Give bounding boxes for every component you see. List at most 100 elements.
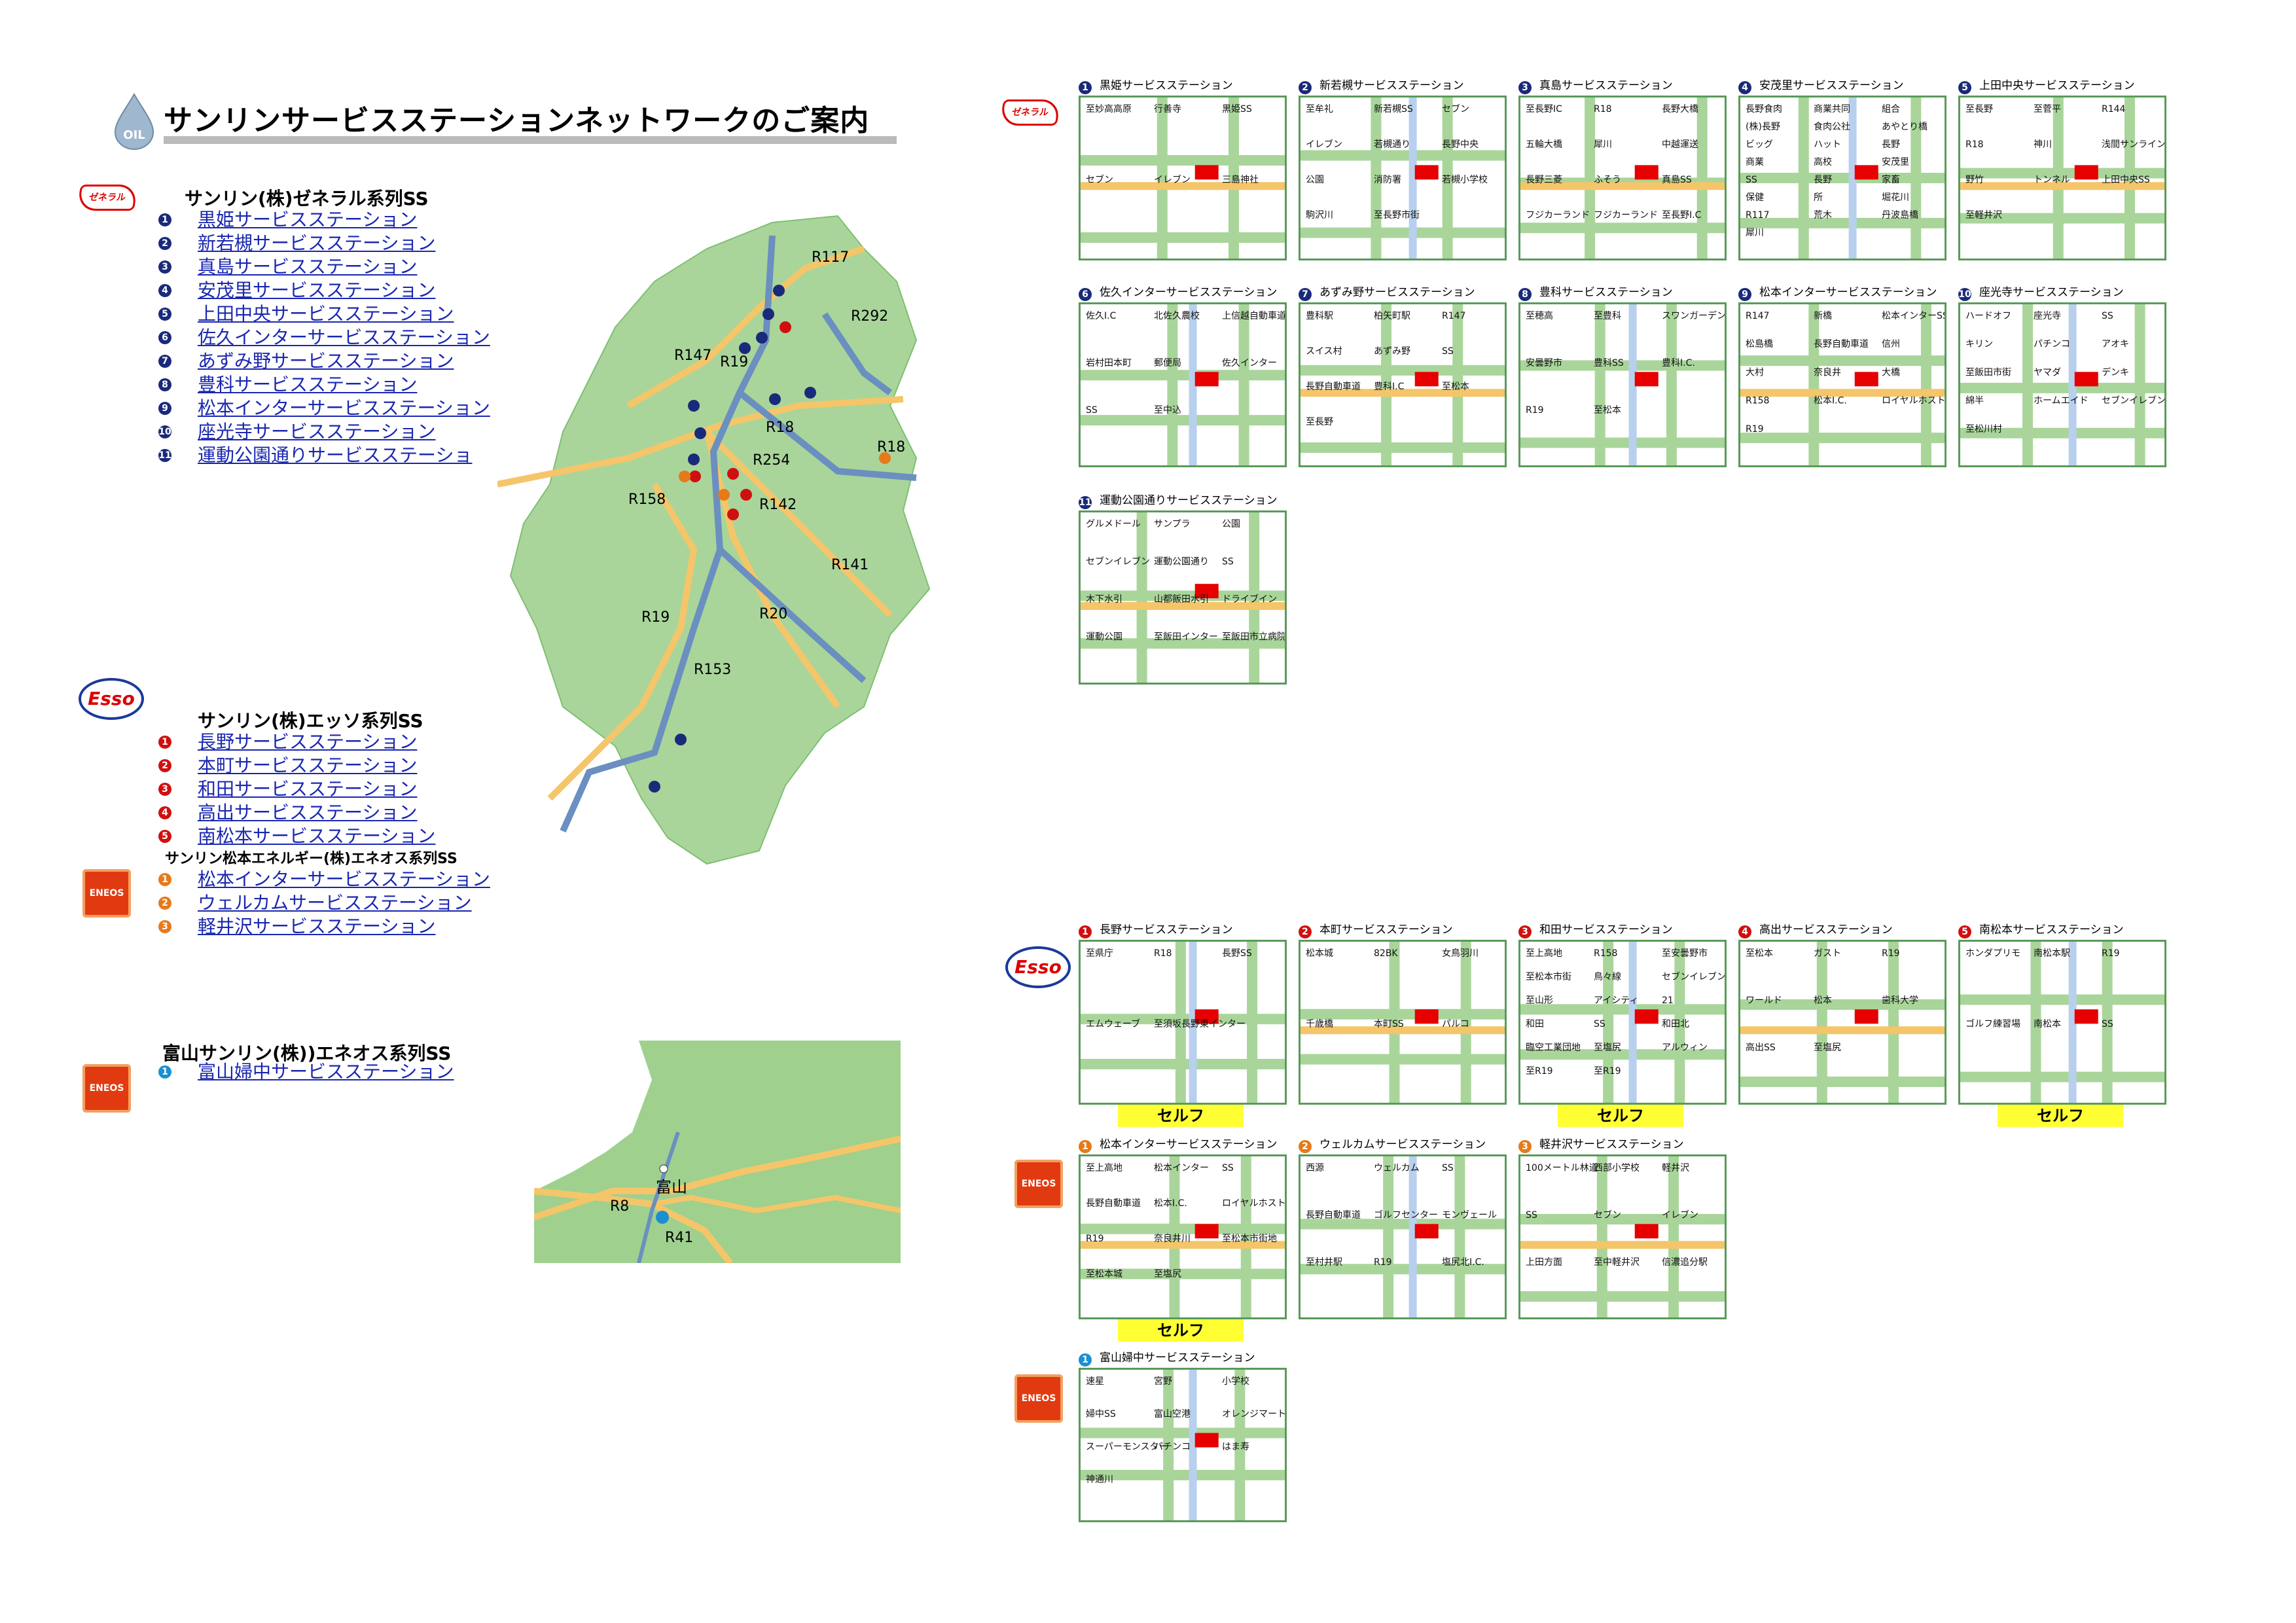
map-label: ホンダプリモ (1965, 948, 2020, 959)
station-link[interactable]: 本町サービスステーション (198, 755, 418, 776)
station-number-badge: 5 (1958, 925, 1971, 938)
station-marker (1634, 1224, 1659, 1239)
station-link[interactable]: 黒姫サービスステーション (198, 209, 418, 230)
station-link[interactable]: 松本インターサービスステーション (198, 868, 490, 890)
route-label: R19 (720, 354, 748, 370)
map-label: 至長野 (1965, 104, 1993, 115)
station-link[interactable]: 上田中央サービスステーション (198, 303, 454, 325)
map-label: 所 (1814, 192, 1823, 203)
station-marker (1854, 1009, 1878, 1024)
station-link[interactable]: 南松本サービスステーション (198, 825, 436, 847)
station-map-title-text: 軽井沢サービスステーション (1539, 1138, 1684, 1151)
station-link[interactable]: 軽井沢サービスステーション (198, 916, 436, 937)
station-link[interactable]: 富山婦中サービスステーション (198, 1061, 454, 1082)
station-link[interactable]: 松本インターサービスステーション (198, 397, 490, 419)
map-label: 至塩尻 (1814, 1043, 1841, 1053)
station-map-title-text: 黒姫サービスステーション (1100, 79, 1233, 92)
map-label: ビッグ (1746, 139, 1773, 150)
map-label: スーパーモンスター (1086, 1442, 1168, 1452)
map-label: ヤマダ (2034, 367, 2061, 378)
station-marker (1194, 584, 1219, 599)
map-label: 長野食肉 (1746, 103, 1782, 115)
station-marker (1194, 1009, 1219, 1024)
route-label: R18 (877, 439, 905, 455)
station-number-badge: 9 (1738, 288, 1751, 301)
station-map-title-text: 松本インターサービスステーション (1100, 1138, 1278, 1151)
map-label: 宮野 (1154, 1376, 1172, 1387)
station-link[interactable]: 豊科サービスステーション (198, 374, 418, 395)
station-number-badge: 11 (158, 449, 171, 462)
map-label: 至豊科 (1594, 311, 1621, 321)
station-link[interactable]: 安茂里サービスステーション (198, 279, 436, 301)
map-label: モンヴェール (1442, 1209, 1497, 1221)
map-label: パルコ (1442, 1019, 1469, 1029)
station-link[interactable]: 和田サービスステーション (198, 778, 418, 800)
station-map-title-text: あずみ野サービスステーション (1319, 286, 1475, 299)
map-label: 南松本駅 (2034, 948, 2070, 959)
map-label: SS (1442, 1163, 1454, 1173)
station-link[interactable]: 運動公園通りサービスステーショ (198, 444, 473, 466)
general-logo: ゼネラル (76, 185, 139, 211)
eneos-logo: ENEOS (82, 1064, 131, 1113)
map-label: 公園 (1222, 519, 1240, 529)
map-label: 至松本 (1594, 405, 1621, 416)
station-link[interactable]: ウェルカムサービスステーション (198, 892, 472, 914)
station-link[interactable]: 長野サービスステーション (198, 731, 418, 753)
map-label: アオキ (2102, 339, 2129, 349)
map-label: 保健 (1746, 192, 1764, 203)
map-label: キリン (1965, 339, 1993, 349)
station-number-badge: 3 (1518, 1140, 1532, 1153)
station-list-item: 2 新若槻サービスステーション (158, 232, 490, 255)
station-map-title-text: 佐久インターサービスステーション (1100, 286, 1278, 299)
map-label: 至長野 (1306, 417, 1333, 427)
nagano-overview-map: R117 R292 R147 R19 R18 R254 R158 R142 R1… (497, 209, 936, 870)
map-label: 千歳橋 (1306, 1019, 1333, 1029)
map-label: 信州 (1882, 339, 1900, 349)
route-label: R18 (766, 419, 794, 436)
station-link[interactable]: あずみ野サービスステーション (198, 350, 454, 372)
map-label: 本町SS (1374, 1019, 1404, 1029)
map-label: 家畜 (1882, 174, 1900, 185)
map-label: 長野自動車道 (1814, 338, 1869, 349)
station-number-badge: 8 (1518, 288, 1532, 301)
map-label: 軽井沢 (1662, 1163, 1689, 1173)
map-label: 山都飯田水引 (1154, 594, 1209, 605)
map-label: あずみ野 (1374, 346, 1410, 357)
self-service-badge: セルフ (1558, 1105, 1683, 1127)
map-label: SS (1746, 175, 1757, 185)
map-label: パチンコ (2034, 339, 2070, 349)
map-label: 信濃追分駅 (1662, 1257, 1708, 1268)
map-label: セブンイレブン (2102, 395, 2164, 406)
station-marker (1414, 1224, 1439, 1239)
station-link[interactable]: 真島サービスステーション (198, 256, 418, 277)
station-link[interactable]: 高出サービスステーション (198, 802, 418, 823)
station-number-badge: 2 (158, 237, 171, 250)
station-link[interactable]: 座光寺サービスステーション (198, 421, 436, 442)
map-label: SS (2102, 1019, 2113, 1029)
map-label: 柏矢町駅 (1374, 311, 1410, 321)
map-label: パチンコ (1154, 1442, 1191, 1452)
map-label: 至上高地 (1526, 948, 1562, 959)
station-link[interactable]: 佐久インターサービスステーション (198, 327, 490, 348)
map-label: 松本 (1814, 995, 1832, 1006)
map-label: ロイヤルホスト (1222, 1198, 1285, 1209)
station-number-badge: 3 (1518, 81, 1532, 94)
map-label: 松本城 (1306, 948, 1333, 959)
map-label: イレブン (1306, 139, 1342, 150)
station-link[interactable]: 新若槻サービスステーション (198, 232, 436, 254)
map-label: 五輪大橋 (1526, 139, 1562, 150)
